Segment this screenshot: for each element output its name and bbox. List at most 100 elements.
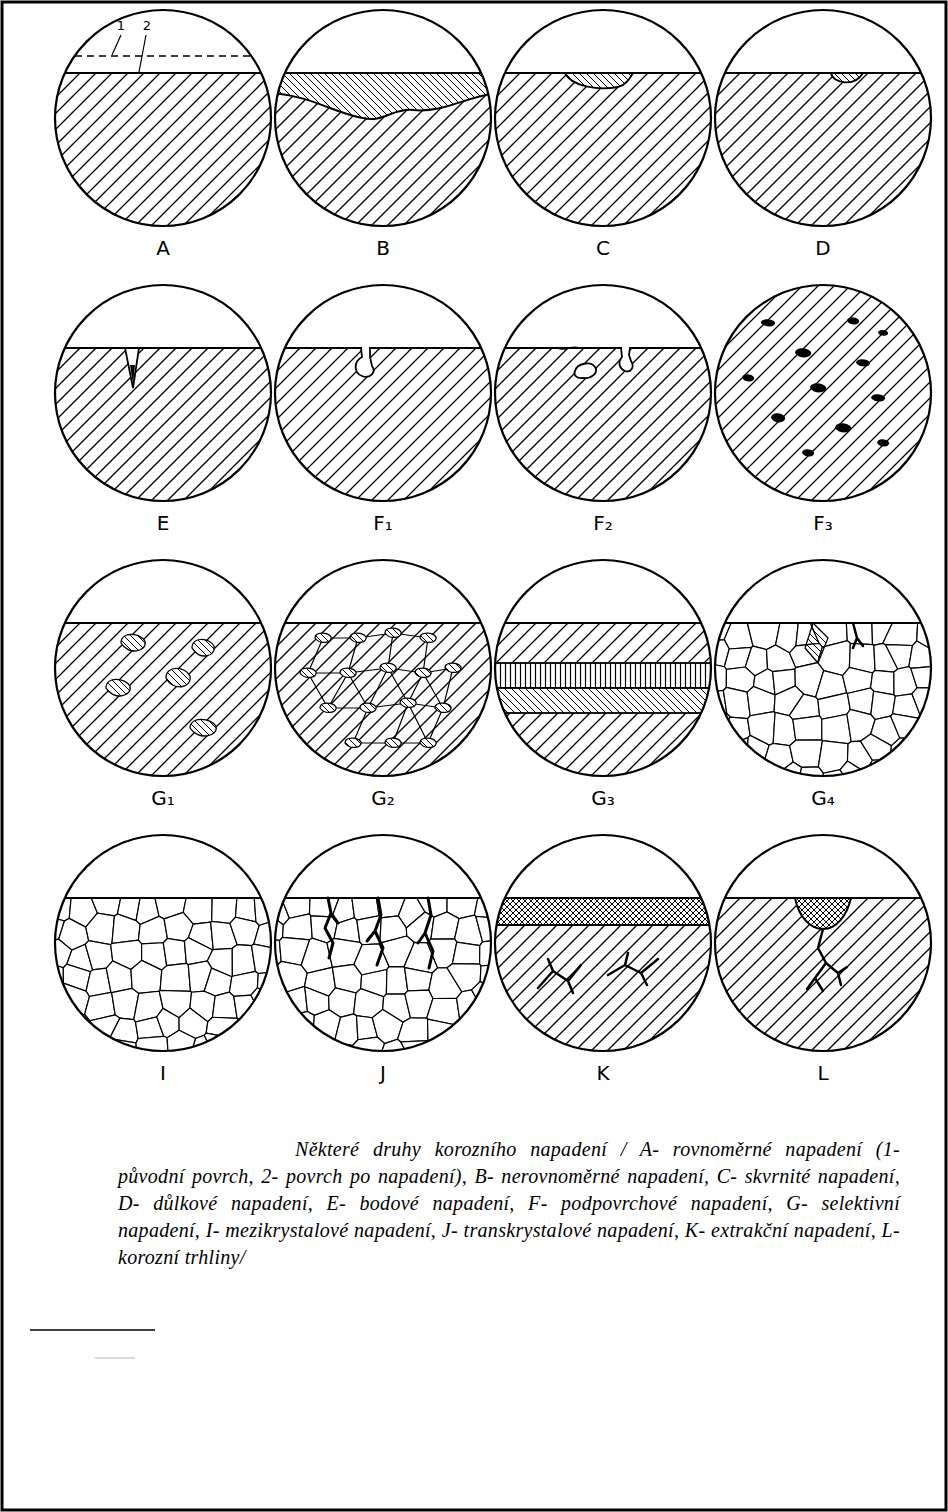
illustration-stroke bbox=[271, 73, 495, 342]
illustration-stroke bbox=[445, 663, 461, 672]
view-circle bbox=[495, 10, 711, 226]
panel-letter: E bbox=[123, 511, 203, 535]
illustration-stroke bbox=[360, 703, 376, 712]
illustration-stroke bbox=[300, 668, 316, 677]
illustration-stroke bbox=[308, 633, 453, 743]
illustration-stroke bbox=[831, 73, 863, 82]
illustration-stroke bbox=[491, 898, 715, 1167]
crack bbox=[538, 953, 658, 993]
view-circle bbox=[55, 835, 271, 1051]
illustration-stroke bbox=[491, 688, 715, 713]
section-view bbox=[271, 898, 495, 1055]
surface-line bbox=[491, 347, 715, 349]
illustration-stroke bbox=[271, 73, 495, 119]
grain bbox=[429, 1042, 455, 1055]
illustration-stroke bbox=[711, 898, 935, 1167]
grain bbox=[711, 762, 730, 780]
grain bbox=[204, 968, 232, 996]
section-view bbox=[51, 898, 275, 1055]
surface-line bbox=[711, 72, 935, 74]
illustration-stroke bbox=[362, 347, 369, 350]
grain bbox=[729, 766, 748, 780]
view-circle bbox=[275, 835, 491, 1051]
illustration-stroke bbox=[385, 628, 401, 637]
illustration-stroke bbox=[125, 348, 139, 388]
illustration-stroke bbox=[491, 663, 715, 688]
illustration-stroke bbox=[345, 738, 361, 747]
illustration-stroke bbox=[350, 633, 366, 642]
grain bbox=[865, 759, 893, 780]
grain bbox=[405, 968, 433, 991]
illustration-stroke bbox=[415, 668, 431, 677]
void bbox=[847, 317, 859, 324]
illustration-stroke bbox=[491, 348, 715, 617]
corrosion-panel bbox=[271, 285, 495, 617]
illustration-stroke bbox=[805, 623, 828, 663]
panel-letter: C bbox=[563, 236, 643, 260]
surface-line bbox=[51, 72, 275, 74]
grain bbox=[160, 963, 190, 991]
illustration-stroke bbox=[166, 668, 190, 687]
void bbox=[856, 359, 870, 366]
illustration-stroke bbox=[435, 703, 451, 712]
view-circle bbox=[275, 285, 491, 501]
corrosion-panel bbox=[711, 281, 935, 505]
illustration-stroke bbox=[320, 703, 336, 712]
illustration-stroke bbox=[360, 703, 376, 712]
panel-letter: F₃ bbox=[783, 511, 863, 535]
section-view bbox=[491, 623, 715, 892]
section-view bbox=[491, 898, 715, 1167]
illustration-stroke bbox=[106, 679, 130, 696]
grain bbox=[106, 961, 132, 993]
section-view bbox=[491, 73, 715, 342]
illustration-stroke bbox=[400, 698, 416, 707]
illustration-stroke bbox=[385, 738, 401, 747]
callout-number: 1 bbox=[114, 18, 128, 33]
grain bbox=[91, 898, 120, 916]
illustration-stroke bbox=[491, 73, 715, 342]
illustration-stroke bbox=[121, 634, 145, 651]
illustration-stroke bbox=[315, 633, 331, 642]
grain bbox=[234, 995, 261, 1019]
illustration-stroke bbox=[315, 633, 331, 642]
void bbox=[802, 449, 814, 456]
grain bbox=[311, 1041, 337, 1055]
illustration-stroke bbox=[320, 703, 336, 712]
illustration-stroke bbox=[445, 663, 461, 672]
corrosion-panel bbox=[271, 835, 495, 1055]
section-view bbox=[711, 623, 935, 780]
grain bbox=[746, 735, 769, 767]
illustration-stroke bbox=[51, 623, 275, 892]
grain bbox=[431, 912, 459, 939]
section-view bbox=[51, 623, 275, 892]
illustration-stroke bbox=[415, 668, 431, 677]
crack bbox=[418, 898, 433, 968]
section-view bbox=[711, 281, 935, 505]
grain bbox=[62, 1043, 85, 1055]
corrosion-panel bbox=[491, 560, 715, 892]
grain bbox=[260, 1011, 275, 1042]
grain bbox=[230, 1030, 253, 1055]
illustration-stroke bbox=[350, 633, 366, 642]
corrosion-panel bbox=[491, 10, 715, 342]
illustration-stroke bbox=[574, 364, 596, 379]
grain bbox=[284, 1011, 314, 1042]
void bbox=[771, 413, 785, 422]
panel-letter: L bbox=[783, 1061, 863, 1085]
view-circle bbox=[715, 10, 931, 226]
footnote-rule bbox=[30, 1329, 155, 1331]
grain bbox=[271, 994, 283, 1015]
illustration-stroke bbox=[711, 281, 935, 505]
illustration-stroke bbox=[619, 348, 632, 371]
grain bbox=[455, 1019, 479, 1050]
illustration-stroke bbox=[565, 73, 633, 88]
illustration-stroke bbox=[565, 73, 633, 88]
view-circle bbox=[715, 835, 931, 1051]
corrosion-panel bbox=[51, 560, 275, 892]
illustration-stroke bbox=[380, 663, 396, 672]
corrosion-panel bbox=[491, 285, 715, 617]
surface-line bbox=[491, 622, 715, 624]
panel-letter: G₄ bbox=[783, 786, 863, 810]
